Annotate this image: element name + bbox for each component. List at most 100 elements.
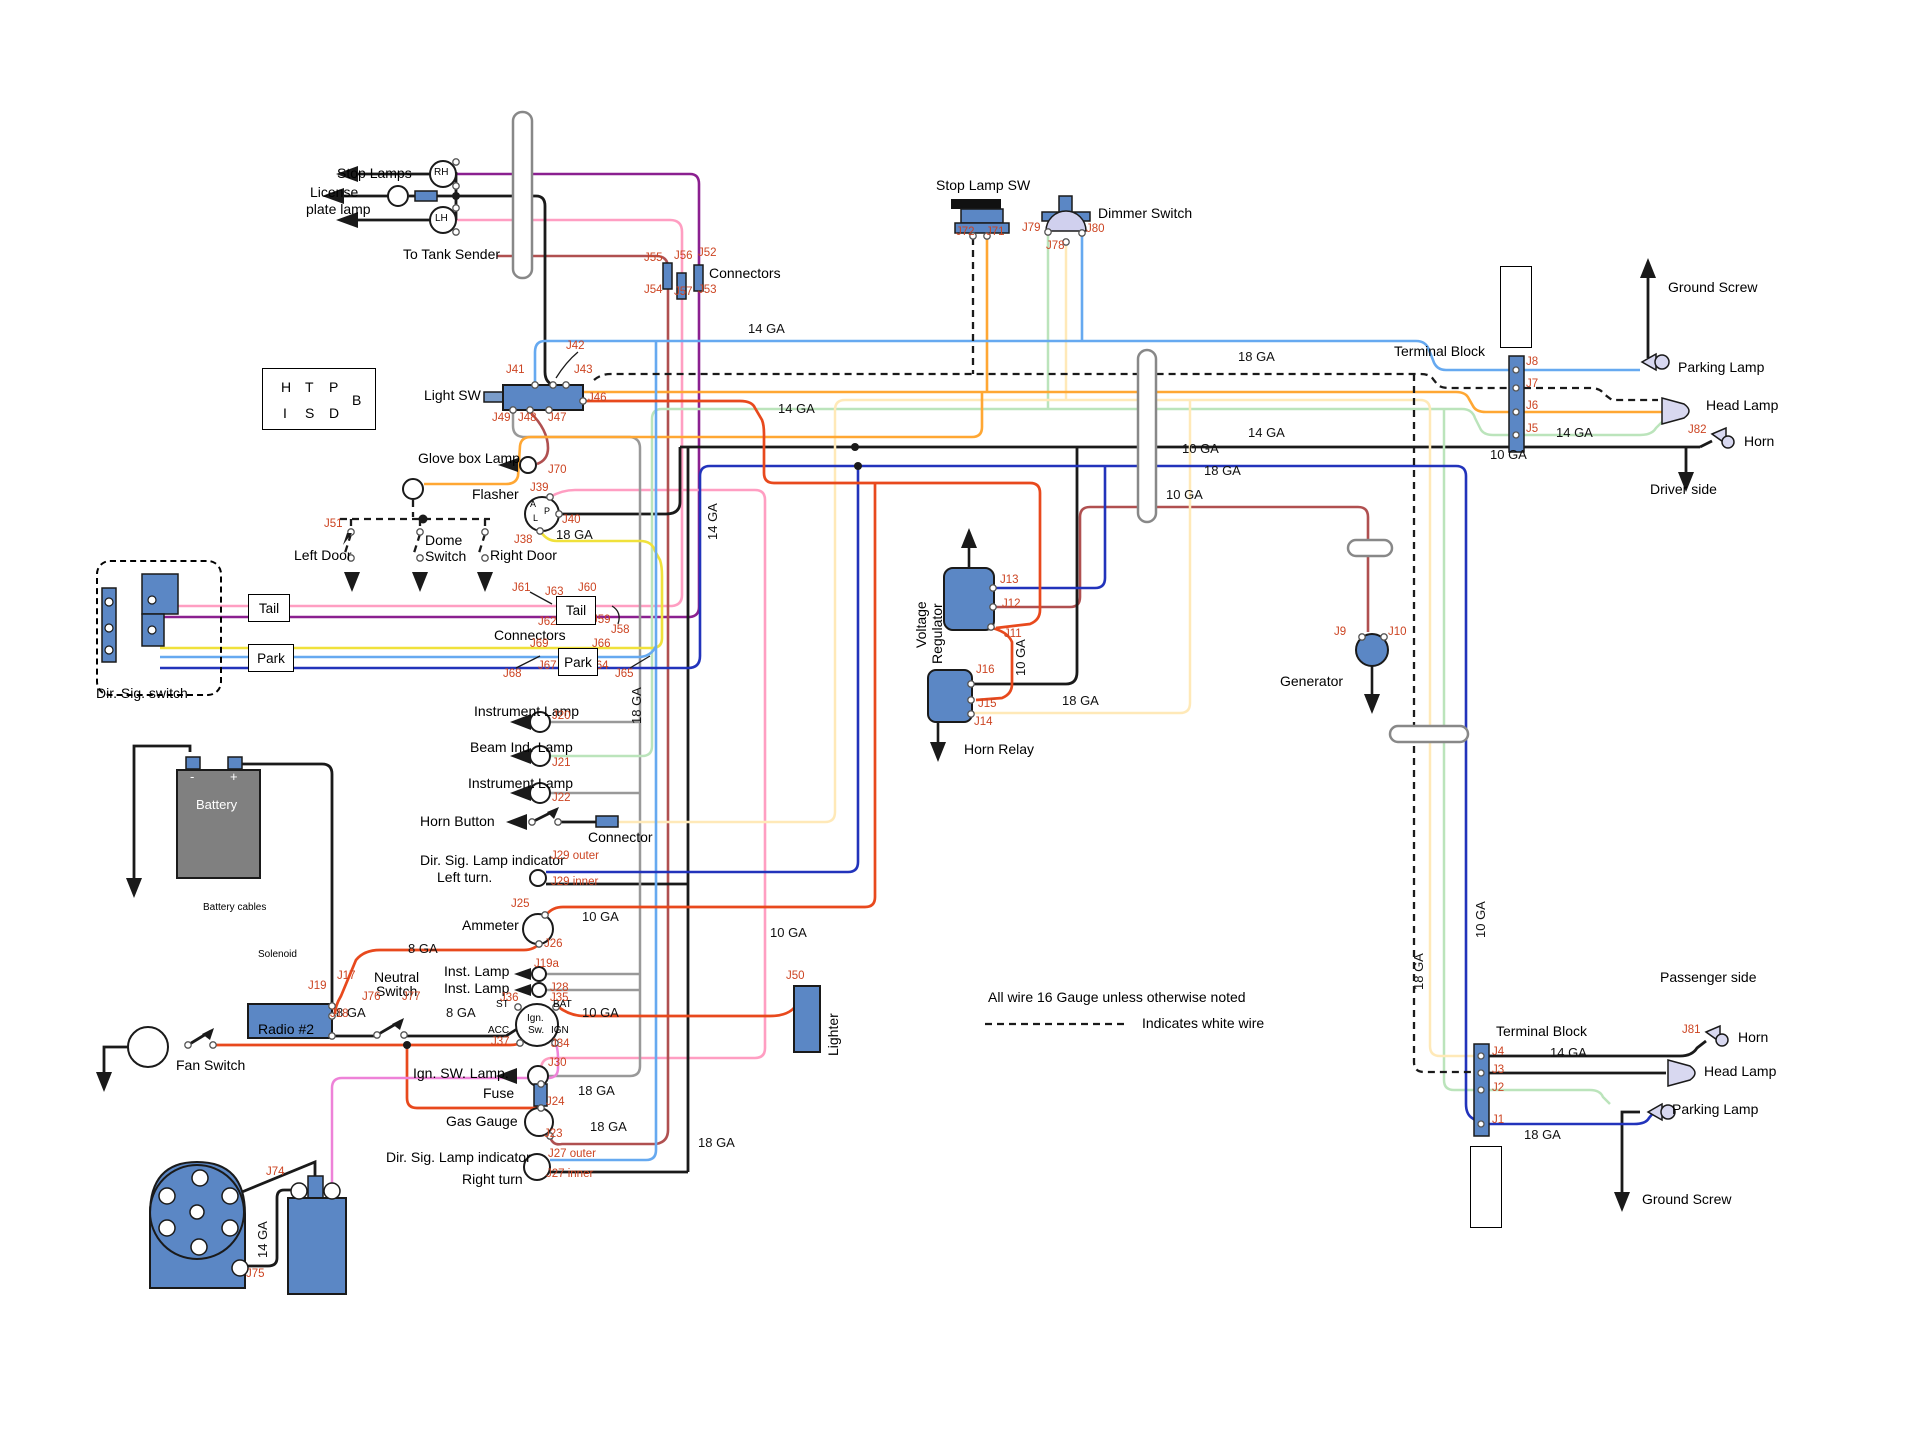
arrow-license	[322, 188, 344, 204]
dist-terminal	[189, 1204, 205, 1220]
horn-bot-bulb	[1715, 1033, 1729, 1047]
terminal-dot	[452, 204, 460, 212]
connector-j52	[693, 264, 704, 292]
park-box-2: Park	[558, 648, 598, 676]
j68-pointer	[515, 655, 541, 669]
j4: J4	[1492, 1046, 1505, 1058]
ground-screw-top-label: Ground Screw	[1668, 279, 1758, 295]
j29-outer: J29 outer	[551, 850, 599, 862]
wire-black-battery-solenoid	[240, 762, 334, 1004]
wire-dashed-door-switch-l	[342, 533, 353, 557]
wire-green-beam-headlamp	[550, 407, 1665, 758]
terminal-dot	[546, 493, 554, 501]
ga-18-hornrelay: 18 GA	[1062, 693, 1099, 708]
tail-box-2: Tail	[556, 596, 596, 625]
junction-dot	[851, 443, 859, 451]
junction-dot	[418, 514, 428, 524]
terminal-dot	[184, 1041, 192, 1049]
license-lamp	[387, 185, 409, 207]
vr-label-1: Voltage	[913, 601, 929, 648]
ulpd-box	[1470, 1146, 1502, 1228]
ign-acc: ACC	[488, 1025, 510, 1036]
terminal-dot	[1477, 1052, 1485, 1060]
solenoid-body	[247, 1003, 333, 1039]
wire-magenta-ign-coil	[330, 1043, 560, 1184]
j23: J23	[544, 1128, 563, 1140]
wire-yellow-flasher-park	[160, 531, 664, 650]
terminal-dot	[531, 381, 539, 389]
junction-dot	[854, 462, 862, 470]
horn-button-label: Horn Button	[420, 813, 495, 829]
htp-i: I	[283, 405, 287, 421]
parking-lamp-top-bulb	[1654, 354, 1670, 370]
terminal-dot	[989, 603, 997, 611]
wire-cream-hornbutton-bus	[618, 398, 1474, 1058]
wire-dashed-door-switch-m	[411, 533, 422, 557]
right-door-label: Right Door	[490, 547, 557, 563]
terminal-dot	[967, 680, 975, 688]
terminal-dot	[209, 1041, 217, 1049]
j60: J60	[578, 582, 597, 594]
glove-box-lamp	[519, 456, 537, 474]
terminal-dot	[579, 397, 587, 405]
ga-18-termblk: 18 GA	[1238, 349, 1275, 364]
flasher-a: A	[530, 499, 537, 509]
parking-lamp-bot-bulb	[1660, 1104, 1676, 1120]
htp-t: T	[305, 379, 314, 395]
terminal-block-top-label: Terminal Block	[1394, 343, 1486, 359]
arrow-vr-up	[961, 528, 977, 548]
wire-pink-flasher-fuse	[539, 488, 767, 1084]
terminal-dot	[1062, 238, 1070, 246]
j57: J57	[674, 286, 693, 298]
j35: J35	[550, 992, 569, 1004]
grommet-right	[1388, 724, 1470, 744]
ign-bat: BAT	[553, 999, 572, 1010]
ga-14-headlamp: 14 GA	[1556, 425, 1593, 440]
grommet-generator	[1346, 538, 1394, 558]
fan-switch-label: Fan Switch	[176, 1057, 246, 1073]
arrow-inst-1	[510, 714, 531, 730]
ga-18-flasher: 18 GA	[556, 527, 593, 542]
connectors-top-label: Connectors	[709, 265, 781, 281]
ga-10-right: 10 GA	[1490, 447, 1527, 462]
stop-lamp-lh	[429, 206, 457, 234]
distributor-cap	[149, 1164, 245, 1260]
arrow-stop-lamps	[336, 166, 358, 182]
j40: J40	[562, 514, 581, 526]
ground-screw-bot-label: Ground Screw	[1642, 1191, 1732, 1207]
wire-dkblue-j13	[993, 466, 1107, 590]
junction-dot	[403, 1041, 411, 1049]
ga-14-blackbus: 14 GA	[1248, 425, 1285, 440]
j26: J26	[544, 938, 563, 950]
lighter-body	[793, 985, 821, 1053]
terminal-dot	[551, 1039, 559, 1047]
connector-j55	[662, 262, 673, 290]
horn-top-bulb	[1721, 435, 1735, 449]
lh-letter: LH	[435, 213, 448, 224]
terminal-dot	[552, 1003, 560, 1011]
stop-lamp-rh	[429, 160, 457, 188]
j47: J47	[548, 412, 567, 424]
ign-sw-text-1: Ign.	[527, 1013, 544, 1024]
htp-s: S	[305, 405, 315, 421]
terminal-dot	[328, 1002, 336, 1010]
htp-h: H	[281, 379, 292, 395]
j2: J2	[1492, 1082, 1505, 1094]
head-lamp-top-icon	[1661, 397, 1690, 425]
light-switch-body	[502, 384, 584, 411]
connector-small-label: Connector	[588, 829, 653, 845]
terminal-dot	[400, 1031, 408, 1039]
j6: J6	[1526, 400, 1539, 412]
j82: J82	[1688, 424, 1707, 436]
j38: J38	[514, 534, 533, 546]
ign-sw-text-2: Sw.	[528, 1025, 545, 1036]
battery-plus: +	[230, 769, 238, 784]
ign-st: ST	[496, 999, 509, 1010]
ga-18-bot: 18 GA	[1524, 1127, 1561, 1142]
j24: J24	[546, 1096, 565, 1108]
terminal-dot	[989, 584, 997, 592]
dirsig-dot	[104, 645, 114, 655]
vr-label-2: Regulator	[929, 603, 945, 664]
battery-label: Battery	[196, 797, 238, 812]
j36: J36	[500, 992, 519, 1004]
